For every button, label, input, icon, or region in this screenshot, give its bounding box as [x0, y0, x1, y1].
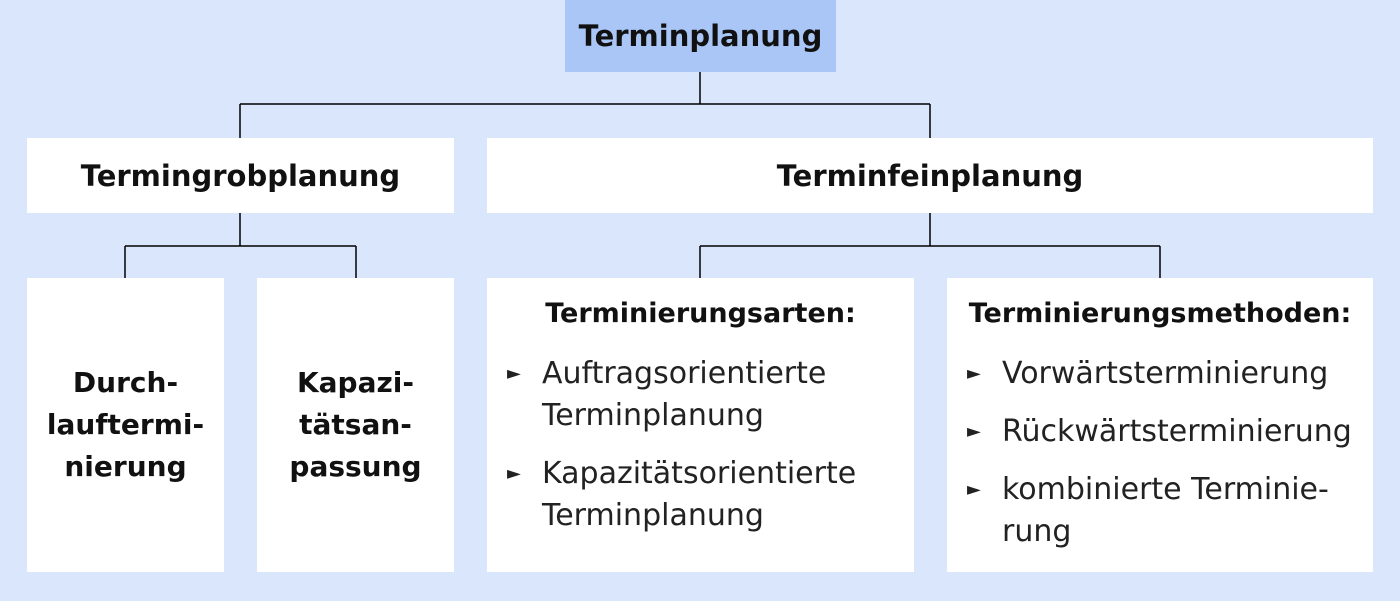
terminierungsmethoden-list: ► Vorwärtsterminierung ► Rückwärtstermin… — [967, 353, 1365, 569]
node-terminierungsarten: Terminierungsarten: ► Auftragsorientiert… — [487, 278, 914, 572]
root-node-terminplanung: Terminplanung — [565, 0, 836, 72]
terminierungsmethoden-heading: Terminierungsmethoden: — [968, 298, 1352, 329]
node-durchlaufterminierung-line: Durch- — [72, 366, 179, 399]
terminierungsarten-list: ► Auftragsorientierte Terminplanung ► Ka… — [507, 353, 906, 553]
list-item-line: Vorwärtsterminierung — [1002, 356, 1329, 391]
node-durchlaufterminierung-line: nierung — [64, 450, 187, 483]
list-item: ► Rückwärtsterminierung — [967, 411, 1365, 453]
triangle-bullet-icon: ► — [967, 363, 981, 384]
list-item-line: Rückwärtsterminierung — [1002, 414, 1352, 449]
list-item-line: Terminplanung — [542, 498, 764, 533]
node-terminfeinplanung-label: Terminfeinplanung — [776, 158, 1084, 193]
triangle-bullet-icon: ► — [967, 421, 981, 442]
node-kapazitaetsanpassung-line: passung — [289, 450, 422, 483]
list-item-line: kombinierte Terminie- — [1002, 472, 1329, 507]
node-kapazitaetsanpassung-line: Kapazi- — [296, 366, 415, 399]
node-durchlaufterminierung: Durch- lauftermi- nierung — [27, 278, 224, 572]
node-termingrobplanung-label: Termingrobplanung — [80, 158, 401, 193]
node-termingrobplanung: Termingrobplanung — [27, 138, 454, 213]
node-terminfeinplanung: Terminfeinplanung — [487, 138, 1373, 213]
list-item: ► Vorwärtsterminierung — [967, 353, 1365, 395]
node-kapazitaetsanpassung: Kapazi- tätsan- passung — [257, 278, 454, 572]
terminierungsarten-heading: Terminierungsarten: — [545, 298, 856, 329]
list-item: ► Auftragsorientierte Terminplanung — [507, 353, 906, 437]
list-item-line: Kapazitätsorientierte — [542, 456, 857, 491]
list-item-line: rung — [1002, 514, 1072, 549]
node-kapazitaetsanpassung-line: tätsan- — [299, 408, 412, 441]
node-durchlaufterminierung-line: lauftermi- — [46, 408, 205, 441]
triangle-bullet-icon: ► — [507, 363, 521, 384]
list-item: ► kombinierte Terminie- rung — [967, 469, 1365, 553]
list-item: ► Kapazitätsorientierte Terminplanung — [507, 453, 906, 537]
list-item-line: Terminplanung — [542, 398, 764, 433]
triangle-bullet-icon: ► — [507, 463, 521, 484]
triangle-bullet-icon: ► — [967, 479, 981, 500]
list-item-line: Auftragsorientierte — [542, 356, 827, 391]
node-terminierungsmethoden: Terminierungsmethoden: ► Vorwärtstermini… — [947, 278, 1373, 572]
root-node-label: Terminplanung — [578, 19, 823, 53]
